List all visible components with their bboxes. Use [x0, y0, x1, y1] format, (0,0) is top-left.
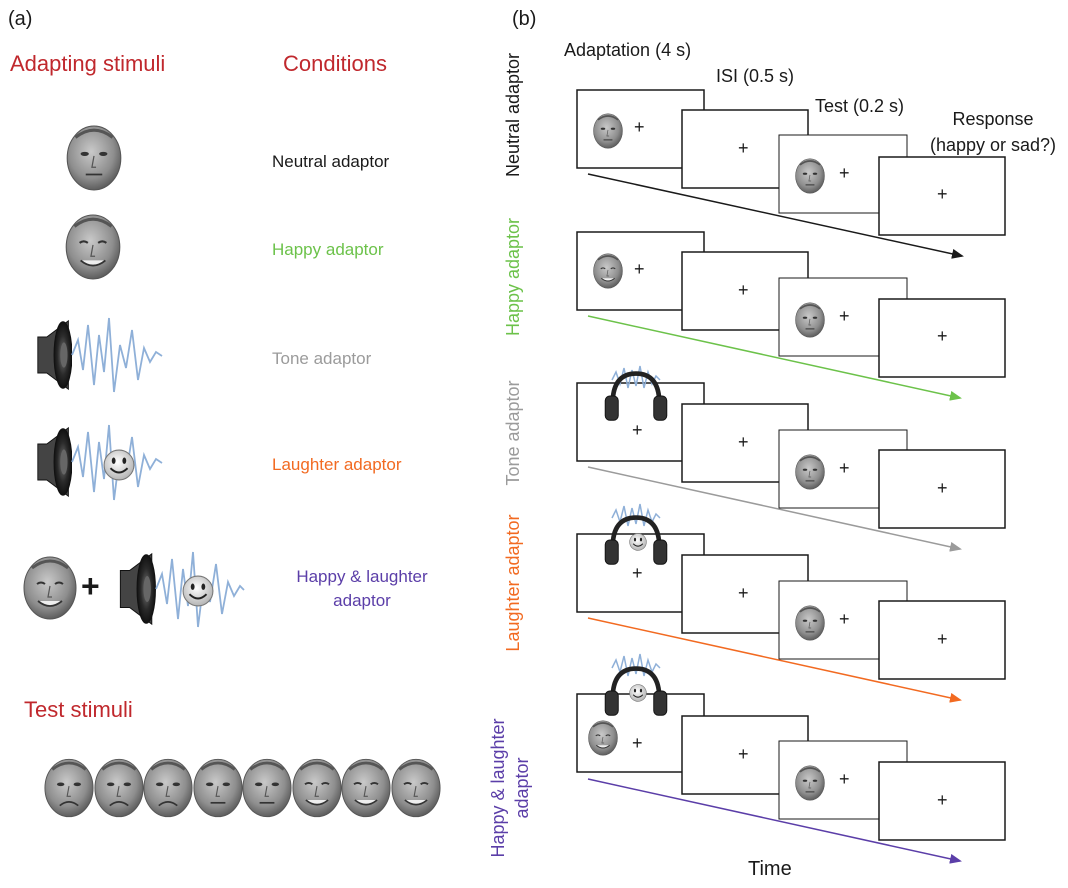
fixation-cross: +: [937, 184, 948, 204]
adapting-stimuli-title: Adapting stimuli: [10, 51, 166, 76]
fixation-cross: +: [937, 326, 948, 346]
condition-tone: Tone adaptor: [272, 349, 372, 368]
phase-isi: ISI (0.5 s): [716, 66, 795, 86]
condition-laughter: Laughter adaptor: [272, 455, 402, 474]
stimulus-laughter: [37, 424, 163, 501]
test-stimuli-title: Test stimuli: [24, 697, 133, 722]
row-label-happy: Happy adaptor: [503, 217, 523, 337]
condition-happy-laughter: Happy & laughter adaptor: [272, 565, 452, 613]
fixation-cross: +: [839, 609, 850, 629]
fixation-cross: +: [738, 280, 749, 300]
stimulus-tone: [37, 317, 163, 393]
fixation-cross: +: [634, 259, 645, 279]
fixation-cross: +: [839, 458, 850, 478]
condition-happy-laughter-line2: adaptor: [333, 591, 391, 610]
test-stimuli-faces: [44, 757, 441, 819]
stimulus-happy-laughter: [23, 551, 245, 628]
row-happy: [576, 231, 1006, 401]
phase-test: Test (0.2 s): [815, 96, 905, 116]
fixation-cross: +: [632, 733, 643, 753]
time-axis-label: Time: [748, 858, 792, 880]
row-tone: [576, 365, 1006, 552]
fixation-cross: +: [937, 478, 948, 498]
fixation-cross: +: [937, 790, 948, 810]
condition-happy: Happy adaptor: [272, 240, 384, 259]
conditions-title: Conditions: [283, 51, 387, 76]
fixation-cross: +: [937, 629, 948, 649]
phase-adaptation: Adaptation (4 s): [564, 40, 692, 60]
stimulus-happy-face: [65, 214, 121, 280]
row-label-happy-laughter: Happy & laughter adaptor: [486, 703, 534, 873]
fixation-cross: +: [839, 769, 850, 789]
condition-happy-laughter-line1: Happy & laughter: [296, 567, 428, 586]
fixation-cross: +: [632, 563, 643, 583]
row-label-happy-laughter-line2: adaptor: [512, 757, 532, 819]
row-label-happy-laughter-line1: Happy & laughter: [488, 718, 508, 858]
row-happy-laughter: [576, 653, 1006, 864]
row-label-tone: Tone adaptor: [503, 380, 523, 486]
fixation-cross: +: [634, 117, 645, 137]
fixation-cross: +: [738, 744, 749, 764]
panel-a-label: (a): [8, 8, 33, 30]
panel-b-label: (b): [512, 8, 537, 30]
fixation-cross: +: [738, 583, 749, 603]
condition-neutral: Neutral adaptor: [272, 152, 390, 171]
row-laughter: [576, 503, 1006, 703]
stimulus-neutral-face: [66, 125, 122, 191]
phase-response-line2: (happy or sad?): [929, 135, 1057, 155]
fixation-cross: +: [738, 432, 749, 452]
fixation-cross: +: [839, 306, 850, 326]
fixation-cross: +: [738, 138, 749, 158]
row-neutral: [576, 89, 1006, 259]
phase-response: Response (happy or sad?): [918, 106, 1068, 158]
row-label-laughter: Laughter adaptor: [503, 514, 523, 652]
fixation-cross: +: [632, 420, 643, 440]
phase-response-line1: Response: [952, 109, 1034, 129]
row-label-neutral: Neutral adaptor: [503, 52, 523, 178]
fixation-cross: +: [839, 163, 850, 183]
plus-symbol: +: [81, 568, 100, 604]
